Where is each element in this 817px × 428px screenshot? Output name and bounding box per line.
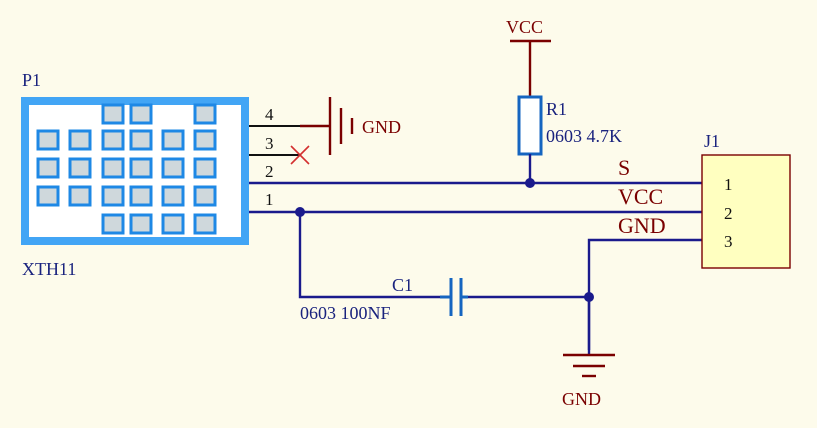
resistor-value: 0603 4.7K xyxy=(546,126,622,146)
sensor-pad xyxy=(101,185,125,207)
connector-pin-3: 3 xyxy=(724,232,733,251)
pin-number-4: 4 xyxy=(265,105,274,124)
connector-pin-1: 1 xyxy=(724,175,733,194)
sensor-pad xyxy=(193,129,217,151)
sensor-pad xyxy=(129,129,153,151)
gnd-net-wire xyxy=(465,238,702,350)
gnd-label-pin4: GND xyxy=(362,117,401,137)
sensor-pad xyxy=(193,213,217,235)
vcc-label-top: VCC xyxy=(506,17,543,37)
sensor-pad xyxy=(36,129,60,151)
sensor-pad-grid xyxy=(36,103,217,235)
sensor-pad xyxy=(193,103,217,125)
pin-number-2: 2 xyxy=(265,162,274,181)
sensor-pad xyxy=(129,103,153,125)
sensor-pad xyxy=(193,157,217,179)
sensor-designator: P1 xyxy=(22,70,41,90)
vcc-symbol-top xyxy=(510,39,551,97)
capacitor-symbol xyxy=(440,278,468,316)
no-connect-mark xyxy=(290,145,310,165)
capacitor-designator: C1 xyxy=(392,275,413,295)
connector-designator: J1 xyxy=(704,131,720,151)
sensor-pad xyxy=(68,157,92,179)
connector-pin-2: 2 xyxy=(724,204,733,223)
sensor-pad xyxy=(161,213,185,235)
net-label-signal: S xyxy=(618,155,630,180)
net-label-gnd: GND xyxy=(618,213,666,238)
sensor-pad xyxy=(68,129,92,151)
sensor-pad xyxy=(36,157,60,179)
pin-number-1: 1 xyxy=(265,190,274,209)
sensor-pad xyxy=(193,185,217,207)
resistor-body xyxy=(517,95,543,156)
sensor-pins: 4 3 2 1 xyxy=(249,105,300,213)
net-label-vcc: VCC xyxy=(618,184,663,209)
sensor-pad xyxy=(101,103,125,125)
pin-number-3: 3 xyxy=(265,134,274,153)
sensor-pad xyxy=(129,213,153,235)
sensor-pad xyxy=(161,185,185,207)
sensor-pad xyxy=(161,157,185,179)
connector-body xyxy=(701,154,791,269)
sensor-pad xyxy=(101,213,125,235)
gnd-label-bottom: GND xyxy=(562,389,601,409)
capacitor-value: 0603 100NF xyxy=(300,303,391,323)
junction-dot xyxy=(295,207,305,217)
sensor-pad xyxy=(101,129,125,151)
pin1-net-wire xyxy=(249,210,702,299)
sensor-body xyxy=(21,97,249,245)
sensor-pad xyxy=(101,157,125,179)
gnd-symbol-pin4 xyxy=(300,97,354,155)
resistor-designator: R1 xyxy=(546,99,567,119)
sensor-part-label: XTH11 xyxy=(22,259,76,279)
sensor-pad xyxy=(161,129,185,151)
sensor-pad xyxy=(129,185,153,207)
sensor-pad xyxy=(36,185,60,207)
gnd-symbol-bottom xyxy=(563,297,615,378)
sensor-pad xyxy=(129,157,153,179)
sensor-pad xyxy=(68,185,92,207)
